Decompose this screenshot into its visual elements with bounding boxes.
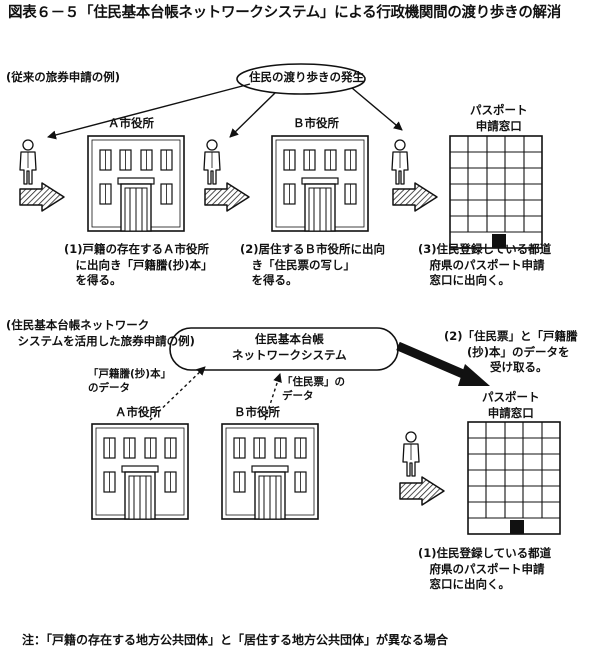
walk-arrow-bottom-icon (399, 476, 445, 506)
network-system-label: 住民基本台帳 ネットワークシステム (232, 332, 347, 362)
walk-arrow-passport-icon (392, 182, 438, 212)
office-b-bottom-label: Ｂ市役所 (234, 405, 280, 419)
passport-office-tower-bottom-icon (467, 421, 561, 535)
thick-arrow-to-passport (396, 341, 490, 386)
person-passport-icon (391, 139, 409, 185)
office-b-building-icon (271, 135, 369, 232)
person-bottom-icon (402, 431, 420, 477)
bottom-step1-caption: (1)住民登録している都道 府県のパスポート申請 窓口に出向く。 (418, 546, 552, 592)
ellipse-walk-problem (236, 63, 366, 95)
person-a-icon (19, 139, 37, 185)
office-a-label: Ａ市役所 (108, 116, 154, 130)
office-b-label: Ｂ市役所 (293, 116, 339, 130)
receive-data-caption: (2)「住民票」と「戸籍謄 (抄)本」のデータを 受け取る。 (444, 329, 578, 375)
step3-caption: (3)住民登録している都道 府県のパスポート申請 窓口に出向く。 (418, 242, 552, 288)
footnote: 注：「戸籍の存在する地方公共団体」と「居住する地方公共団体」が異なる場合 (22, 633, 449, 647)
passport-label-top: パスポート 申請窓口 (470, 103, 528, 133)
figure-title: 図表６－５「住民基本台帳ネットワークシステム」による行政機関間の渡り歩きの解消 (8, 5, 561, 21)
top-section-heading: (従来の旅券申請の例) (6, 70, 121, 84)
office-b-building-bottom-icon (221, 423, 319, 520)
walk-arrow-b-icon (204, 182, 250, 212)
data-b-label: 「住民票」の データ (282, 376, 345, 403)
dotted-arrow-from-b (264, 373, 282, 421)
arrow-to-person-a (47, 83, 251, 140)
dotted-arrow-from-a (149, 366, 206, 421)
passport-office-tower-icon (449, 135, 543, 249)
person-b-icon (203, 139, 221, 185)
arrow-to-person-passport (351, 87, 403, 131)
ellipse-label: 住民の渡り歩きの発生 (249, 70, 364, 84)
step1-caption: (1)戸籍の存在するＡ市役所 に出向き「戸籍謄(抄)本」 を得る。 (64, 242, 213, 288)
office-a-building-bottom-icon (91, 423, 189, 520)
data-a-label: 「戸籍謄(抄)本」 のデータ (88, 368, 172, 395)
office-a-building-icon (87, 135, 185, 232)
step2-caption: (2)居住するＢ市役所に出向 き「住民票の写し」 を得る。 (240, 242, 386, 288)
office-a-bottom-label: Ａ市役所 (115, 405, 161, 419)
arrow-to-person-b (229, 92, 276, 138)
bottom-section-heading: (住民基本台帳ネットワーク システムを活用した旅券申請の例) (6, 318, 195, 348)
passport-label-bottom: パスポート 申請窓口 (482, 390, 540, 420)
walk-arrow-a-icon (19, 182, 65, 212)
